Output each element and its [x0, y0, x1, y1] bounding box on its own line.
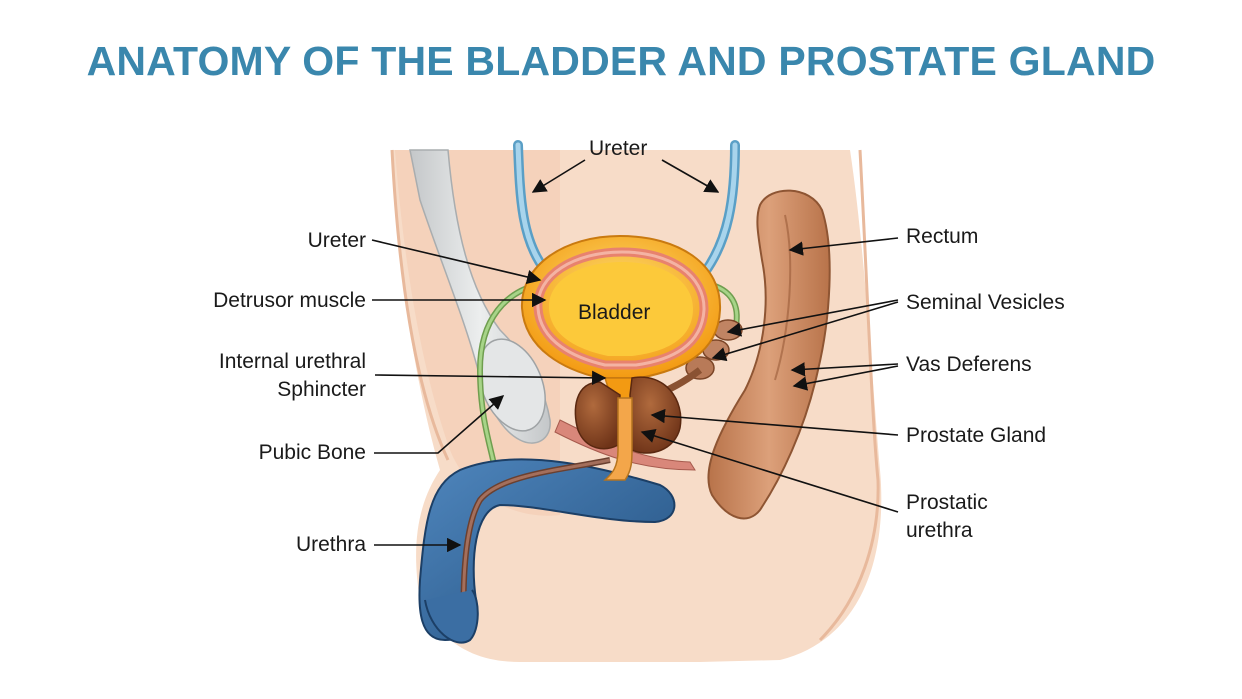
ureter-top-label: Ureter — [589, 137, 647, 160]
ureter-left-label: Ureter — [308, 229, 366, 252]
vas-deferens-label: Vas Deferens — [906, 353, 1032, 376]
urethra-label: Urethra — [296, 533, 366, 556]
prostatic-urethra-label-line2: urethra — [906, 519, 973, 542]
internal-sphincter-label-line2: Sphincter — [277, 378, 366, 401]
bladder-label: Bladder — [578, 301, 650, 324]
prostatic-urethra-label-line1: Prostatic — [906, 491, 988, 514]
prostate-gland-label: Prostate Gland — [906, 424, 1046, 447]
internal-sphincter-label-line1: Internal urethral — [219, 350, 366, 373]
seminal-vesicles-label: Seminal Vesicles — [906, 291, 1065, 314]
rectum-label: Rectum — [906, 225, 978, 248]
detrusor-label: Detrusor muscle — [213, 289, 366, 312]
pubic-bone-label: Pubic Bone — [259, 441, 366, 464]
